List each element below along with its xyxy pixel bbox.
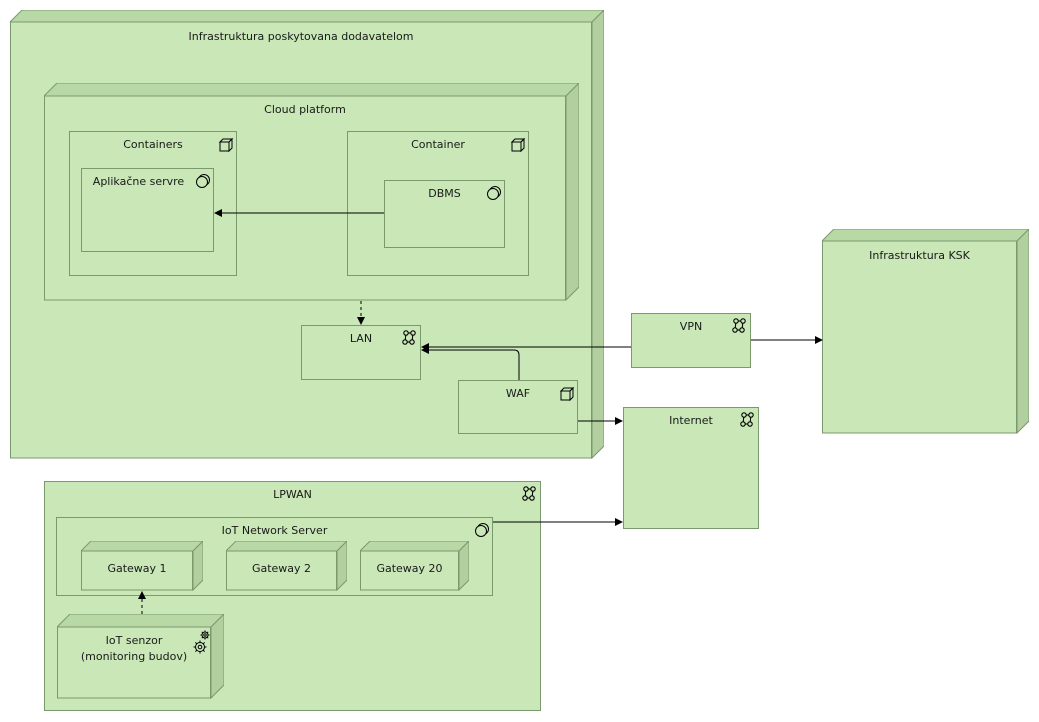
- ksk-infrastructure-label: Infrastruktura KSK: [869, 249, 970, 262]
- connector-waf-to-lan[interactable]: [421, 346, 520, 380]
- gateway-2-shape: [226, 541, 347, 591]
- vpn-label: VPN: [679, 320, 703, 333]
- node-icon: [559, 386, 575, 402]
- system-software-icon: [196, 174, 210, 188]
- gears-icon: [193, 630, 210, 654]
- iot-network-server-label: IoT Network Server: [221, 524, 328, 537]
- network-icon: [402, 330, 416, 345]
- dbms-label: DBMS: [428, 187, 461, 200]
- ksk-infrastructure-node[interactable]: Infrastruktura KSK: [822, 229, 1029, 434]
- app-servers-component[interactable]: Aplikačne servre: [81, 168, 214, 252]
- gateway-2-label: Gateway 2: [251, 562, 312, 575]
- iot-sensor-label-line2: (monitoring budov): [80, 650, 188, 663]
- network-icon: [522, 486, 536, 501]
- network-icon: [740, 412, 754, 427]
- iot-sensor-shape: [57, 614, 224, 699]
- iot-sensor-label-line1: IoT senzor: [105, 634, 163, 647]
- cloud-platform-label: Cloud platform: [264, 103, 346, 116]
- gateway-20-shape: [360, 541, 469, 591]
- gateway-1-node[interactable]: Gateway 1: [81, 541, 203, 591]
- gateway-1-shape: [81, 541, 203, 591]
- app-servers-label: Aplikačne servre: [92, 175, 185, 188]
- lan-network[interactable]: LAN: [301, 325, 421, 380]
- iot-sensor-device[interactable]: IoT senzor (monitoring budov): [57, 614, 224, 699]
- container-label: Container: [411, 138, 465, 151]
- node-icon: [218, 137, 234, 153]
- waf-node[interactable]: WAF: [458, 380, 578, 434]
- vendor-infrastructure-label: Infrastruktura poskytovana dodavatelom: [188, 30, 414, 43]
- system-software-icon: [475, 523, 489, 537]
- network-icon: [732, 318, 746, 333]
- vpn-network[interactable]: VPN: [631, 313, 751, 368]
- gateway-20-node[interactable]: Gateway 20: [360, 541, 469, 591]
- lan-label: LAN: [349, 332, 373, 345]
- waf-label: WAF: [505, 387, 531, 400]
- internet-label: Internet: [669, 414, 713, 427]
- containers-label: Containers: [123, 138, 183, 151]
- lpwan-label: LPWAN: [273, 488, 312, 501]
- dbms-component[interactable]: DBMS: [384, 180, 505, 248]
- gateway-20-label: Gateway 20: [376, 562, 443, 575]
- internet-network[interactable]: Internet: [623, 407, 759, 529]
- gateway-1-label: Gateway 1: [107, 562, 167, 575]
- gateway-2-node[interactable]: Gateway 2: [226, 541, 347, 591]
- node-icon: [510, 137, 526, 153]
- system-software-icon: [487, 186, 501, 200]
- ksk-infrastructure-node-shape: [822, 229, 1029, 434]
